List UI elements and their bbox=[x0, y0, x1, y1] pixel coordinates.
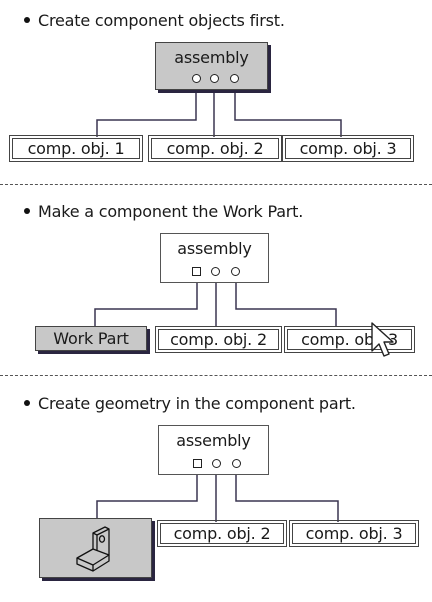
connector-circle-icon bbox=[232, 459, 241, 468]
section-divider bbox=[0, 184, 432, 185]
bullet-icon bbox=[24, 16, 30, 23]
assembly-label: assembly bbox=[176, 431, 251, 450]
connector-circle-icon bbox=[211, 267, 220, 276]
connector-circle-icon bbox=[210, 74, 219, 83]
component-node: comp. obj. 2 bbox=[148, 135, 282, 162]
assembly-label: assembly bbox=[177, 239, 252, 258]
assembly-label: assembly bbox=[174, 48, 249, 67]
assembly-node-step-1: assembly bbox=[155, 42, 268, 90]
connector-square-icon bbox=[192, 267, 201, 276]
component-node: comp. obj. 2 bbox=[155, 326, 282, 353]
component-part-with-geometry bbox=[39, 518, 152, 578]
assembly-node-step-3: assembly bbox=[158, 425, 269, 475]
component-node: comp. obj. 1 bbox=[9, 135, 143, 162]
connector-circle-icon bbox=[212, 459, 221, 468]
connector-circle-icon bbox=[231, 267, 240, 276]
component-node: comp. obj. 2 bbox=[157, 520, 287, 547]
assembly-node-step-2: assembly bbox=[160, 233, 269, 283]
component-node: comp. obj. 3 bbox=[289, 520, 419, 547]
section-divider bbox=[0, 375, 432, 376]
l-bracket-part-icon bbox=[76, 526, 110, 572]
connector-circle-icon bbox=[230, 74, 239, 83]
bullet-icon bbox=[24, 207, 30, 214]
step-1-instruction: Create component objects first. bbox=[24, 11, 285, 30]
mouse-pointer-icon bbox=[371, 322, 394, 357]
step-2-instruction: Make a component the Work Part. bbox=[24, 202, 303, 221]
work-part-node: Work Part bbox=[35, 326, 147, 351]
step-3-instruction: Create geometry in the component part. bbox=[24, 394, 356, 413]
connector-circle-icon bbox=[192, 74, 201, 83]
bullet-icon bbox=[24, 399, 30, 406]
component-node: comp. obj. 3 bbox=[282, 135, 414, 162]
connector-square-icon bbox=[193, 459, 202, 468]
